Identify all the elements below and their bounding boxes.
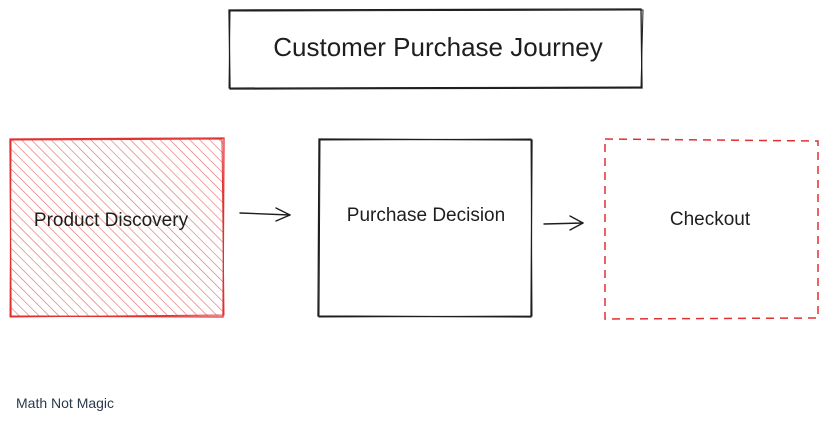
step-label-purchase-decision: Purchase Decision [347, 205, 505, 226]
step-checkout [604, 138, 819, 320]
step-purchase-decision [317, 138, 533, 318]
arrow-discovery-to-decision [239, 207, 291, 222]
footer-text: Math Not Magic [16, 395, 115, 411]
diagram-title: Customer Purchase Journey [273, 32, 602, 62]
title-box [228, 8, 644, 90]
step-label-checkout: Checkout [670, 209, 751, 230]
step-label-product-discovery: Product Discovery [34, 210, 189, 231]
arrow-decision-to-checkout [543, 215, 584, 231]
step-product-discovery [9, 137, 225, 318]
